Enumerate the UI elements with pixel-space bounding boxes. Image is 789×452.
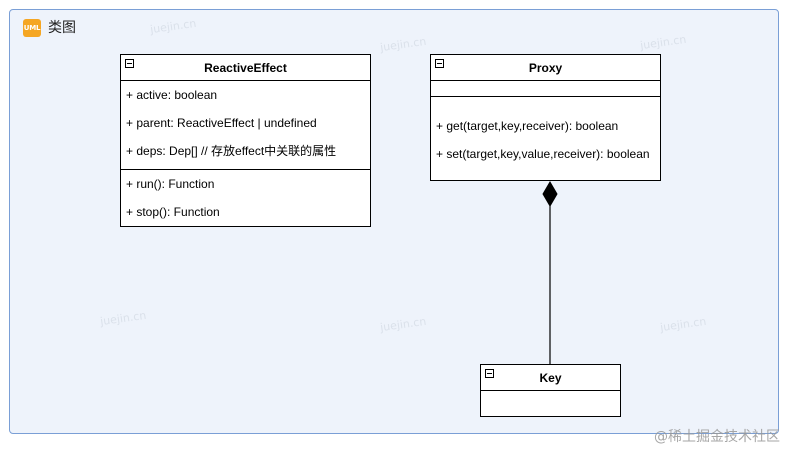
attribute-row: + parent: ReactiveEffect | undefined bbox=[126, 116, 317, 130]
uml-icon: UML bbox=[23, 19, 41, 37]
operations-section: + get(target,key,receiver): boolean + se… bbox=[431, 97, 660, 180]
diagram-title: 类图 bbox=[48, 20, 76, 36]
class-name: ReactiveEffect bbox=[204, 61, 287, 75]
collapse-icon[interactable] bbox=[435, 59, 444, 68]
class-header: Key bbox=[481, 365, 620, 391]
collapse-icon[interactable] bbox=[485, 369, 494, 378]
site-watermark: @稀土掘金技术社区 bbox=[654, 429, 780, 445]
class-reactive-effect[interactable]: ReactiveEffect + active: boolean + paren… bbox=[120, 54, 371, 227]
operations-section: + run(): Function + stop(): Function bbox=[121, 170, 370, 228]
operation-row: + get(target,key,receiver): boolean bbox=[436, 119, 619, 133]
class-name: Proxy bbox=[528, 61, 563, 75]
collapse-icon[interactable] bbox=[125, 59, 134, 68]
class-name: Key bbox=[539, 371, 562, 385]
attribute-row: + active: boolean bbox=[126, 88, 218, 102]
operation-row: + set(target,key,value,receiver): boolea… bbox=[436, 147, 650, 161]
attributes-section: + active: boolean + parent: ReactiveEffe… bbox=[121, 81, 370, 170]
operation-row: + stop(): Function bbox=[126, 205, 220, 219]
composition-diamond-icon bbox=[542, 181, 558, 207]
operation-row: + run(): Function bbox=[126, 177, 215, 191]
attribute-row: + deps: Dep[] // 存放effect中关联的属性 bbox=[126, 144, 337, 158]
class-key[interactable]: Key bbox=[480, 364, 621, 417]
class-header: Proxy bbox=[431, 55, 660, 81]
class-proxy[interactable]: Proxy + get(target,key,receiver): boolea… bbox=[430, 54, 661, 181]
class-header: ReactiveEffect bbox=[121, 55, 370, 81]
attributes-section bbox=[431, 81, 660, 97]
